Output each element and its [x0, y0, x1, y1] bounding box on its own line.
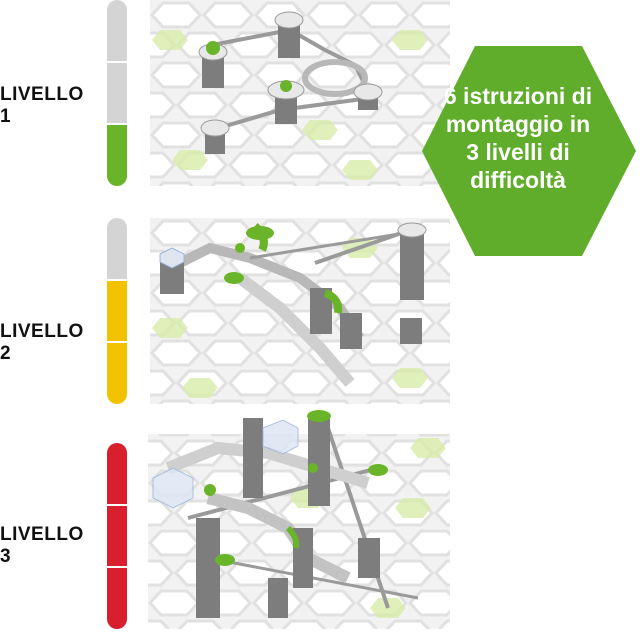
badge-line: difficoltà: [470, 167, 566, 193]
level-3-bar-segment: [107, 505, 127, 567]
level-1-bar-segment: [107, 0, 127, 61]
level-1-difficulty-bar: [107, 0, 127, 186]
level-1-track-image: [150, 0, 450, 186]
level-3-difficulty-bar: [107, 443, 127, 629]
level-3-track-image: [148, 408, 450, 629]
level-2-difficulty-bar: [107, 218, 127, 404]
badge-text: 6 istruzioni di montaggio in 3 livelli d…: [420, 82, 616, 194]
level-2-label: LIVELLO 2: [0, 321, 84, 364]
level-2-bar-segment: [107, 343, 127, 404]
level-3-bar-segment: [107, 568, 127, 629]
level-2-track-image: [150, 218, 450, 404]
badge-line: 6 istruzioni di: [443, 83, 593, 109]
badge-hexagon-shape: [422, 46, 636, 256]
badge-line: montaggio in: [445, 111, 591, 137]
level-2-bar-segment: [107, 280, 127, 342]
level-1-bar-segment: [107, 125, 127, 186]
level-3-bar-segment: [107, 443, 127, 504]
info-hexagon-badge: [422, 46, 636, 256]
level-1-label: LIVELLO 1: [0, 84, 84, 127]
badge-line: 3 livelli di: [466, 139, 570, 165]
level-3-label: LIVELLO 3: [0, 524, 84, 567]
level-2-bar-segment: [107, 218, 127, 279]
level-1-bar-segment: [107, 62, 127, 124]
